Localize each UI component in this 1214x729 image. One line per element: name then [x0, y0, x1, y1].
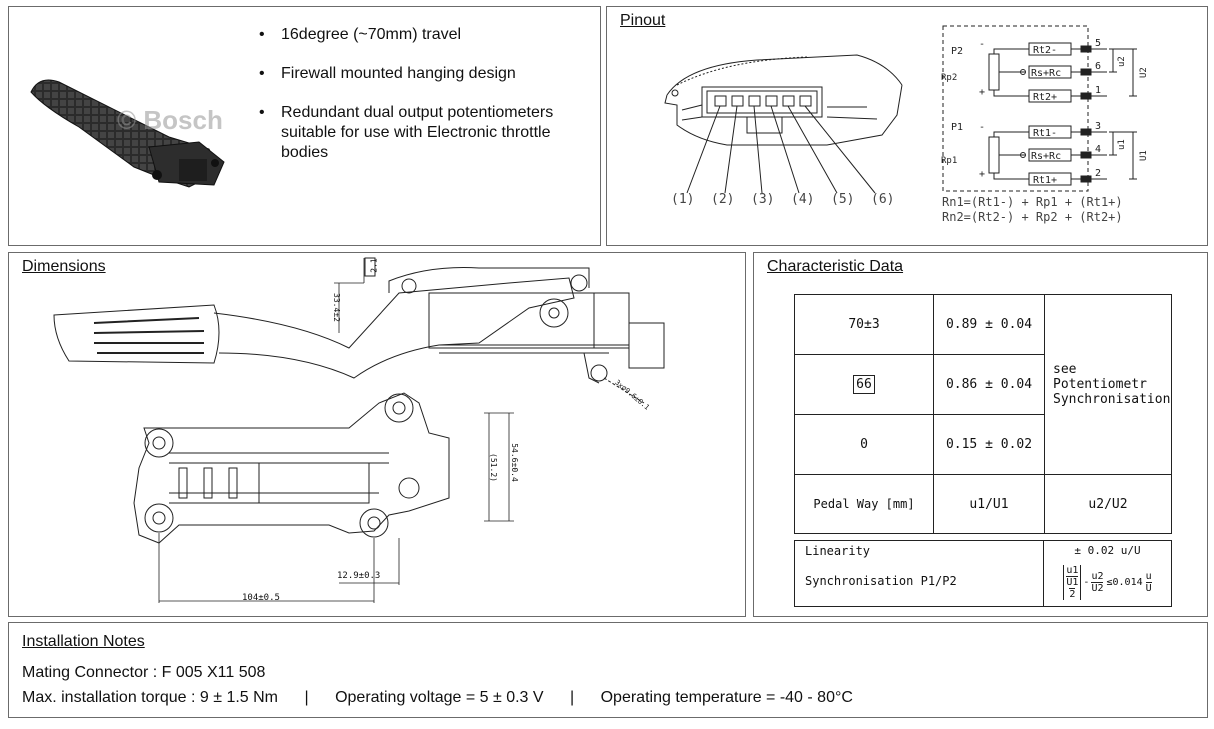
formula-rn2: Rn2=(Rt2-) + Rp2 + (Rt2+)	[942, 210, 1123, 224]
U2-label: U2	[1139, 67, 1149, 78]
dimensions-title: Dimensions	[22, 258, 106, 275]
frac-num: u	[1145, 571, 1152, 583]
feature-item: 16degree (~70mm) travel	[257, 25, 587, 45]
plus-sign: +	[979, 87, 985, 98]
resistor-label: Rt2+	[1033, 92, 1057, 103]
p2-label: P2	[951, 46, 963, 57]
pinout-panel: Pinout (1) (2) (3) (4) (5) (6) P2	[606, 6, 1208, 246]
minus-sign: -	[1083, 577, 1090, 588]
characteristic-table: 70±3 0.89 ± 0.04 see Potentiometr Synchr…	[794, 294, 1172, 534]
header-u2: u2/U2	[1044, 474, 1172, 534]
pin-label: (3)	[751, 192, 774, 207]
circuit-schematic: P2 - + Rp2 Rt2- Rs+Rc Rt2+ 5 6 1 u2 U2 P…	[941, 25, 1149, 192]
way-cell: 70±3	[794, 294, 934, 355]
pin-label: (2)	[711, 192, 734, 207]
value-cell: 0.86 ± 0.04	[933, 354, 1045, 415]
sync-limit: ≤0.014	[1106, 577, 1143, 588]
tolerance-table: Linearity Synchronisation P1/P2 ± 0.02 u…	[794, 540, 1172, 607]
pin-number: 2	[1095, 168, 1101, 179]
way-cell: 0	[794, 414, 934, 475]
sync-formula: u1 U1 2 - u2 U2 ≤0.014 u U	[1044, 565, 1171, 600]
U1-label: U1	[1139, 150, 1149, 161]
header-way: Pedal Way [mm]	[794, 474, 934, 534]
pedal-photo	[30, 79, 225, 188]
pin-number: 6	[1095, 61, 1101, 72]
separator: |	[304, 689, 309, 706]
sync-note: see Potentiometr	[1053, 362, 1147, 392]
dim-label: 12.9±0.3	[337, 571, 381, 581]
characteristic-panel: Characteristic Data 70±3 0.89 ± 0.04 see…	[753, 252, 1208, 617]
pin-labels: (1) (2) (3) (4) (5) (6)	[671, 192, 894, 207]
frac-num: u1	[1066, 565, 1079, 577]
frac-two: 2	[1069, 588, 1076, 600]
watermark: © Bosch	[117, 105, 223, 135]
feature-list: 16degree (~70mm) travel Firewall mounted…	[257, 25, 587, 182]
product-panel: © Bosch 16degree (~70mm) travel Firewall…	[8, 6, 601, 246]
p1-label: P1	[951, 122, 963, 133]
mating-connector: Mating Connector : F 005 X11 508	[22, 664, 266, 681]
dimension-drawing	[53, 257, 665, 603]
pin-number: 3	[1095, 121, 1101, 132]
way-value-boxed: 66	[853, 375, 875, 394]
resistor-label: Rs+Rc	[1031, 68, 1061, 79]
rp1-label: Rp1	[941, 156, 957, 166]
sync-note: Synchronisation	[1053, 392, 1171, 407]
frac-num: u2	[1091, 571, 1104, 583]
pin-label: (1)	[671, 192, 694, 207]
frac-den: U1	[1066, 577, 1079, 588]
pinout-title: Pinout	[620, 12, 666, 29]
plus-sign: +	[979, 169, 985, 180]
resistor-label: Rt1-	[1033, 128, 1057, 139]
resistor-label: Rt2-	[1033, 45, 1057, 56]
pin-number: 5	[1095, 38, 1101, 49]
pin-number: 1	[1095, 85, 1101, 96]
installation-title: Installation Notes	[22, 633, 145, 650]
resistor-label: Rt1+	[1033, 175, 1057, 186]
feature-item: Redundant dual output potentiometers sui…	[257, 103, 587, 163]
dim-label: (51.2)	[488, 453, 498, 482]
dim-label: 104±0.5	[242, 593, 280, 603]
feature-item: Firewall mounted hanging design	[257, 64, 587, 84]
frac-den: U	[1145, 583, 1152, 594]
torque-spec: Max. installation torque : 9 ± 1.5 Nm	[22, 689, 279, 706]
linearity-label: Linearity	[805, 544, 871, 558]
sync-label: Synchronisation P1/P2	[805, 574, 957, 588]
value-cell: 0.15 ± 0.02	[933, 414, 1045, 475]
pin-label: (5)	[831, 192, 854, 207]
connector-diagram	[664, 54, 903, 194]
u1-label: u1	[1117, 139, 1127, 150]
specs-line: Max. installation torque : 9 ± 1.5 Nm | …	[22, 689, 853, 707]
tolerance-labels: Linearity Synchronisation P1/P2	[794, 540, 1044, 607]
sync-note-cell: see Potentiometr Synchronisation	[1044, 294, 1172, 475]
resistor-label: Rs+Rc	[1031, 151, 1061, 162]
minus-sign: -	[979, 122, 985, 133]
frac-den: U2	[1091, 583, 1104, 594]
tolerance-values: ± 0.02 u/U u1 U1 2 - u2 U2 ≤0.014	[1043, 540, 1172, 607]
installation-panel: Installation Notes Mating Connector : F …	[8, 622, 1208, 718]
characteristic-title: Characteristic Data	[767, 258, 904, 275]
linearity-value: ± 0.02 u/U	[1074, 544, 1141, 557]
u2-label: u2	[1117, 56, 1127, 67]
pin-label: (6)	[871, 192, 894, 207]
pin-label: (4)	[791, 192, 814, 207]
formula-rn1: Rn1=(Rt1-) + Rp1 + (Rt1+)	[942, 195, 1123, 209]
header-u1: u1/U1	[933, 474, 1045, 534]
value-cell: 0.89 ± 0.04	[933, 294, 1045, 355]
voltage-spec: Operating voltage = 5 ± 0.3 V	[335, 689, 544, 706]
temperature-spec: Operating temperature = -40 - 80°C	[600, 689, 853, 706]
dim-label: 2.1	[369, 258, 379, 273]
way-cell: 66	[794, 354, 934, 415]
separator: |	[570, 689, 575, 706]
dim-label: 33.4±2	[331, 293, 341, 322]
pin-number: 4	[1095, 144, 1101, 155]
rp2-label: Rp2	[941, 73, 957, 83]
minus-sign: -	[979, 39, 985, 50]
dim-label: 54.6±0.4	[509, 443, 519, 482]
dimensions-panel: Dimensions 2.1 33.4±2 54.6±0	[8, 252, 746, 617]
